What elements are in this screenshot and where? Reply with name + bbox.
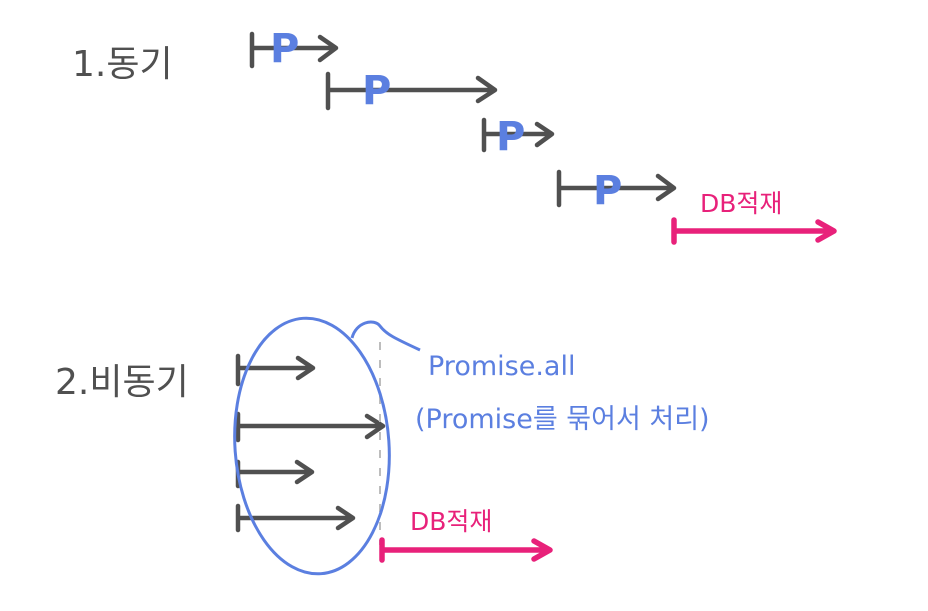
promise-all-label: Promise.all — [428, 351, 575, 382]
promise-marker-1: P — [270, 26, 299, 72]
async-db-label: DB적재 — [410, 507, 492, 536]
sync-step-3: P — [481, 114, 555, 160]
sync-step-2: P — [325, 68, 498, 114]
sync-step-4: P — [556, 168, 677, 214]
promise-all-description: (Promise를 묶어서 처리) — [415, 404, 710, 435]
promise-all-grouping — [233, 316, 421, 576]
sync-db-arrow: DB적재 — [671, 189, 837, 245]
sync-db-label: DB적재 — [700, 189, 782, 218]
section1-title: 1.동기 — [72, 44, 173, 85]
promise-marker-3: P — [496, 114, 525, 160]
promise-marker-2: P — [362, 68, 391, 114]
async-arrows — [235, 353, 386, 533]
promise-marker-4: P — [593, 168, 622, 214]
section2-title: 2.비동기 — [55, 362, 189, 403]
sync-step-1: P — [249, 26, 339, 72]
async-db-arrow: DB적재 — [379, 507, 553, 563]
